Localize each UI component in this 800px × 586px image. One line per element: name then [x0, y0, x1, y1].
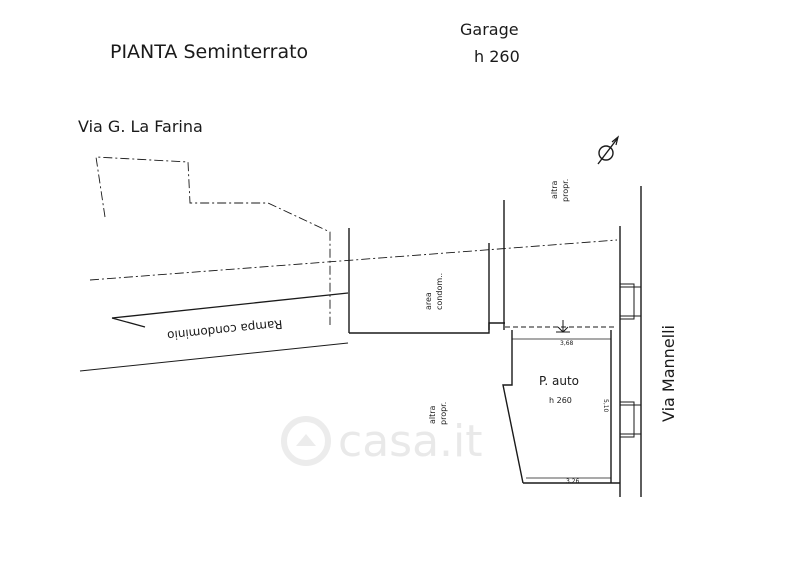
area-label-line2: condom..	[435, 273, 444, 310]
altra-top-line1: altra	[550, 180, 559, 199]
dimension-bottom: 3,26	[566, 478, 580, 485]
dimension-lines	[512, 338, 611, 479]
altra-left-line1: altra	[428, 405, 437, 424]
dimension-top: 3,68	[560, 340, 574, 347]
parking-height: h 260	[549, 396, 572, 405]
plan-title: PIANTA Seminterrato	[110, 41, 308, 63]
north-arrow-icon	[597, 135, 620, 165]
building-outline	[89, 156, 618, 325]
walls	[348, 186, 642, 497]
dimension-side: 5,10	[602, 399, 609, 413]
altra-left-line2: propr.	[439, 402, 448, 425]
street-east: Via Mannelli	[659, 325, 678, 422]
wall-openings	[620, 283, 641, 438]
garage-height: h 260	[474, 47, 520, 66]
garage-label: Garage	[460, 20, 519, 39]
entrance-arrow-icon	[556, 320, 570, 333]
altra-top-line2: propr.	[561, 179, 570, 202]
area-label-line1: area	[424, 292, 433, 310]
ramp	[79, 292, 349, 372]
watermark-text: casa.it	[338, 416, 483, 467]
parking-label: P. auto	[539, 374, 579, 388]
street-north: Via G. La Farina	[78, 117, 203, 136]
ramp-label: Rampa condominio	[167, 317, 284, 343]
watermark: casa.it	[281, 416, 483, 467]
